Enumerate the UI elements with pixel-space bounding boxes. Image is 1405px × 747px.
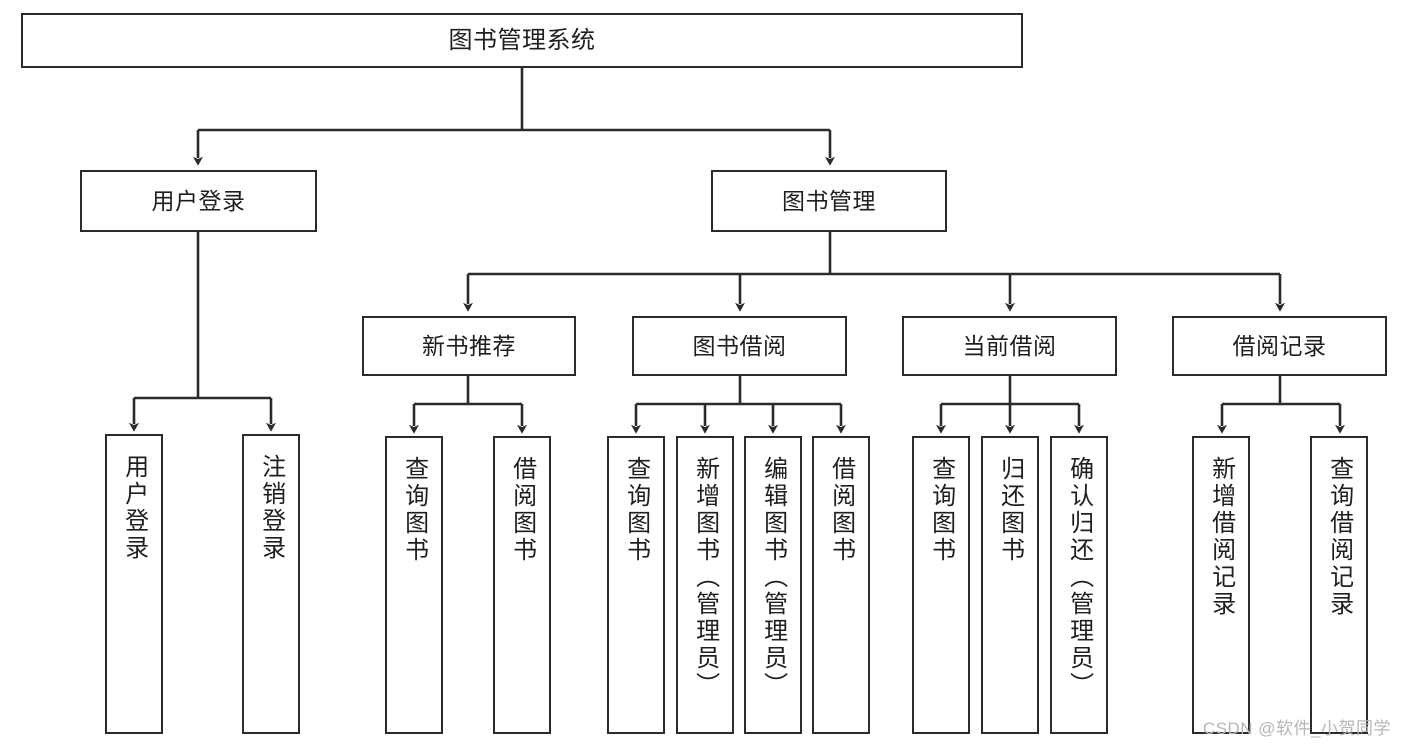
node-label: 借阅图书: [508, 456, 536, 564]
node-book-manage[interactable]: 图书管理: [711, 170, 947, 232]
node-label: 当前借阅: [962, 332, 1057, 359]
node-root-book-management-system[interactable]: 图书管理系统: [21, 13, 1023, 68]
leaf-node-return-book[interactable]: 归还图书: [981, 436, 1039, 734]
node-label: 编辑图书（管理员）: [759, 456, 787, 699]
leaf-node-add-book-admin[interactable]: 新增图书（管理员）: [676, 436, 734, 734]
node-label: 查询图书: [622, 456, 650, 564]
node-book-borrow[interactable]: 图书借阅: [632, 316, 847, 376]
node-label: 图书管理: [782, 187, 876, 214]
leaf-node-query-book-borrow[interactable]: 查询图书: [607, 436, 665, 734]
leaf-node-borrow-book[interactable]: 借阅图书: [812, 436, 870, 734]
node-label: 新增图书（管理员）: [691, 456, 719, 699]
node-borrow-record[interactable]: 借阅记录: [1172, 316, 1387, 376]
leaf-node-user-login[interactable]: 用户登录: [105, 434, 163, 734]
node-label: 用户登录: [151, 187, 246, 214]
node-label: 查询图书: [400, 456, 428, 564]
node-label: 图书借阅: [692, 332, 787, 359]
node-label: 注销登录: [257, 454, 285, 562]
leaf-node-query-book-recommend[interactable]: 查询图书: [385, 436, 443, 734]
node-label: 查询借阅记录: [1325, 456, 1353, 618]
node-current-borrow[interactable]: 当前借阅: [902, 316, 1117, 376]
csdn-watermark: CSDN @软件_小贺同学: [1202, 719, 1391, 738]
node-label: 新增借阅记录: [1207, 456, 1235, 618]
node-label: 借阅记录: [1232, 332, 1327, 359]
leaf-node-user-logout[interactable]: 注销登录: [242, 434, 300, 734]
node-new-book-recommend[interactable]: 新书推荐: [362, 316, 576, 376]
leaf-node-borrow-book-recommend[interactable]: 借阅图书: [493, 436, 551, 734]
node-label: 借阅图书: [827, 456, 855, 564]
node-label: 新书推荐: [422, 332, 516, 359]
node-label: 归还图书: [996, 456, 1024, 564]
node-label: 用户登录: [120, 454, 148, 562]
node-label: 确认归还（管理员）: [1065, 456, 1093, 699]
leaf-node-confirm-return-admin[interactable]: 确认归还（管理员）: [1050, 436, 1108, 734]
leaf-node-add-borrow-record[interactable]: 新增借阅记录: [1192, 436, 1250, 734]
leaf-node-query-book-current[interactable]: 查询图书: [912, 436, 970, 734]
node-label: 查询图书: [927, 456, 955, 564]
leaf-node-edit-book-admin[interactable]: 编辑图书（管理员）: [744, 436, 802, 734]
leaf-node-query-borrow-record[interactable]: 查询借阅记录: [1310, 436, 1368, 734]
node-user-login[interactable]: 用户登录: [80, 170, 317, 232]
node-label: 图书管理系统: [448, 26, 596, 54]
